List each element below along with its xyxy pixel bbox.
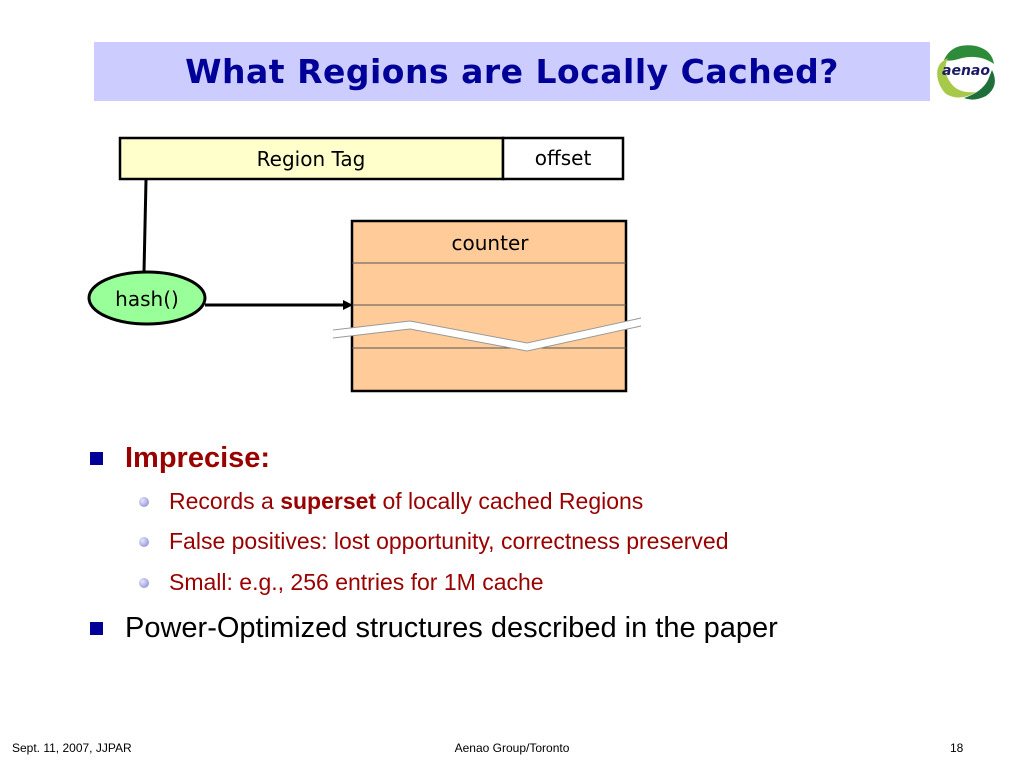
logo-swirl-icon <box>937 45 995 100</box>
sub-bullet-text: False positives: lost opportunity, corre… <box>169 528 729 554</box>
bullet-imprecise: Imprecise: <box>90 442 270 475</box>
counter-label: counter <box>452 231 530 255</box>
offset-label: offset <box>535 146 592 170</box>
sub-bullet-text: Small: e.g., 256 entries for 1M cache <box>169 569 544 595</box>
region-tag-field <box>118 136 505 181</box>
sub-bullet-superset: Records a superset of locally cached Reg… <box>139 488 643 515</box>
table-break-line <box>332 325 642 352</box>
offset-field <box>501 136 625 181</box>
cache-region-diagram: Region Tag offset counter hash() <box>87 136 642 393</box>
region-tag-label: Region Tag <box>257 147 366 171</box>
bullet-text: Power-Optimized structures described in … <box>125 612 778 644</box>
sub-bullet-text: Records a superset of locally cached Reg… <box>169 488 643 515</box>
bullet-power-optimized: Power-Optimized structures described in … <box>90 612 778 645</box>
footer-date: Sept. 11, 2007, JJPAR <box>12 741 132 755</box>
round-bullet-icon <box>139 536 149 547</box>
sub-bullet-small: Small: e.g., 256 entries for 1M cache <box>139 569 544 596</box>
hash-arrow-head <box>343 300 353 310</box>
counter-table <box>350 219 628 393</box>
round-bullet-icon <box>139 496 149 507</box>
table-break-line <box>332 317 642 344</box>
tag-to-hash-line <box>142 179 148 273</box>
aenao-logo: aenao <box>930 40 1002 104</box>
square-bullet-icon <box>90 622 103 635</box>
slide-title: What Regions are Locally Cached? <box>185 52 839 91</box>
text-after: of locally cached Regions <box>376 488 644 514</box>
title-bar: What Regions are Locally Cached? <box>94 42 930 101</box>
hash-label: hash() <box>115 287 179 311</box>
logo-text: aenao <box>942 63 990 79</box>
text-before: Records a <box>169 488 281 514</box>
square-bullet-icon <box>90 452 103 465</box>
footer-group: Aenao Group/Toronto <box>454 741 570 755</box>
hash-function-node <box>87 270 207 326</box>
sub-bullet-false-positives: False positives: lost opportunity, corre… <box>139 528 729 555</box>
bullet-text: Imprecise: <box>125 442 271 474</box>
page-number: 18 <box>950 741 964 755</box>
round-bullet-icon <box>139 577 149 588</box>
emphasis-superset: superset <box>280 488 377 514</box>
